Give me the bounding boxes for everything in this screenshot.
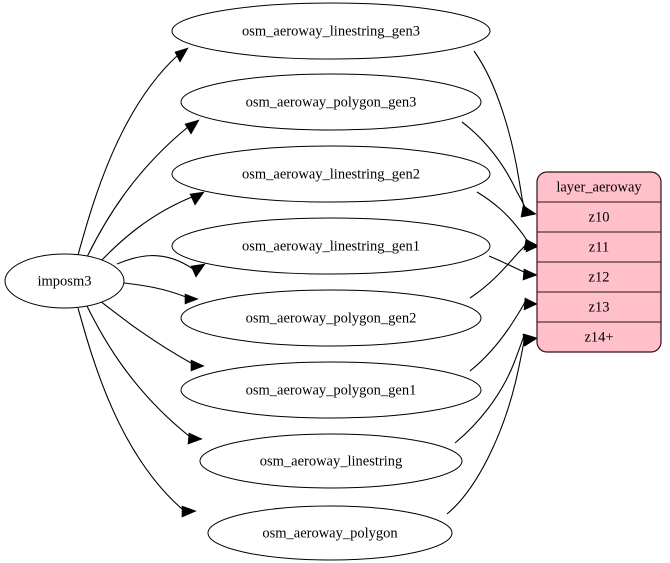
arrowhead-linestring-gen2 [189,191,205,206]
node-osm-aeroway-polygon-gen1[interactable]: osm_aeroway_polygon_gen1 [180,361,482,419]
imposm3-label: imposm3 [38,273,92,289]
arrowhead-polygon-gen1 [190,359,205,372]
linestring-gen1-label: osm_aeroway_linestring_gen1 [242,238,420,254]
polygon-ellipse [207,505,453,561]
linestring-label: osm_aeroway_linestring [260,453,403,469]
edge-linestring-gen1-to-z12[interactable] [488,255,525,273]
edge-polygon-gen2-to-z11[interactable] [469,241,529,299]
record-cell-z12: z12 [589,269,610,285]
edge-linestring-gen3-to-z10[interactable] [473,50,526,210]
edge-polygon-gen1-to-z13[interactable] [469,299,527,372]
record-title-layer-aeroway: layer_aeroway [556,179,642,195]
edge-imposm3-to-linestring-gen1[interactable] [116,255,194,270]
record-outline [536,171,662,353]
arrowhead-linestring-gen3 [174,47,189,63]
polygon-gen3-ellipse [180,73,482,131]
linestring-ellipse [199,433,463,489]
arrowhead-polygon-gen2 [184,293,199,305]
edge-imposm3-to-polygon[interactable] [77,307,183,510]
record-cell-z10: z10 [589,209,610,225]
arrowhead-z13 [523,297,538,311]
linestring-gen3-label: osm_aeroway_linestring_gen3 [242,23,420,39]
arrowhead-z11-b [525,239,540,253]
arrowhead-z10-b [521,205,537,218]
node-layer-aeroway-record[interactable]: layer_aeroway z10 z11 z12 z13 z14+ [536,171,662,353]
record-cell-z14plus: z14+ [584,329,613,345]
record-cell-z11: z11 [589,239,609,255]
node-osm-aeroway-polygon-gen3[interactable]: osm_aeroway_polygon_gen3 [180,73,482,131]
edge-imposm3-to-linestring-gen3[interactable] [77,54,179,256]
node-imposm3[interactable]: imposm3 [4,253,125,309]
polygon-gen2-label: osm_aeroway_polygon_gen2 [246,310,417,326]
edge-polygon-gen3-to-z10[interactable] [461,121,527,210]
polygon-label: osm_aeroway_polygon [262,525,398,541]
polygon-gen1-ellipse [180,361,482,419]
arrowhead-linestring [187,432,203,445]
node-osm-aeroway-linestring-gen2[interactable]: osm_aeroway_linestring_gen2 [171,145,491,203]
linestring-gen1-ellipse [171,217,491,275]
arrowhead-polygon [181,505,197,518]
polygon-gen1-label: osm_aeroway_polygon_gen1 [246,382,417,398]
edge-group-tables-to-layer [446,50,540,515]
node-osm-aeroway-polygon-gen2[interactable]: osm_aeroway_polygon_gen2 [180,289,482,347]
arrowhead-z14-b [523,333,538,347]
node-osm-aeroway-linestring-gen1[interactable]: osm_aeroway_linestring_gen1 [171,217,491,275]
polygon-gen3-label: osm_aeroway_polygon_gen3 [246,94,417,110]
edge-group-source-to-tables [77,47,206,518]
linestring-gen2-label: osm_aeroway_linestring_gen2 [242,166,420,182]
imposm3-ellipse [4,253,125,309]
edge-imposm3-to-linestring-gen2[interactable] [99,196,193,263]
edge-imposm3-to-linestring[interactable] [85,303,190,437]
node-osm-aeroway-linestring-gen3[interactable]: osm_aeroway_linestring_gen3 [171,2,491,60]
node-osm-aeroway-polygon[interactable]: osm_aeroway_polygon [207,505,453,561]
record-cell-z13: z13 [589,299,610,315]
edge-polygon-to-z14[interactable] [446,335,526,515]
linestring-gen3-ellipse [171,2,491,60]
edge-linestring-to-z14[interactable] [454,335,525,444]
edge-imposm3-to-polygon-gen1[interactable] [99,300,192,364]
linestring-gen2-ellipse [171,145,491,203]
arrowhead-polygon-gen3 [184,119,200,135]
arrowhead-linestring-gen1 [190,263,206,278]
edge-imposm3-to-polygon-gen3[interactable] [85,126,189,260]
arrowhead-z12 [522,268,538,281]
node-osm-aeroway-linestring[interactable]: osm_aeroway_linestring [199,433,463,489]
edge-imposm3-to-polygon-gen2[interactable] [123,282,187,298]
edge-linestring-gen2-to-z11[interactable] [476,191,529,243]
polygon-gen2-ellipse [180,289,482,347]
